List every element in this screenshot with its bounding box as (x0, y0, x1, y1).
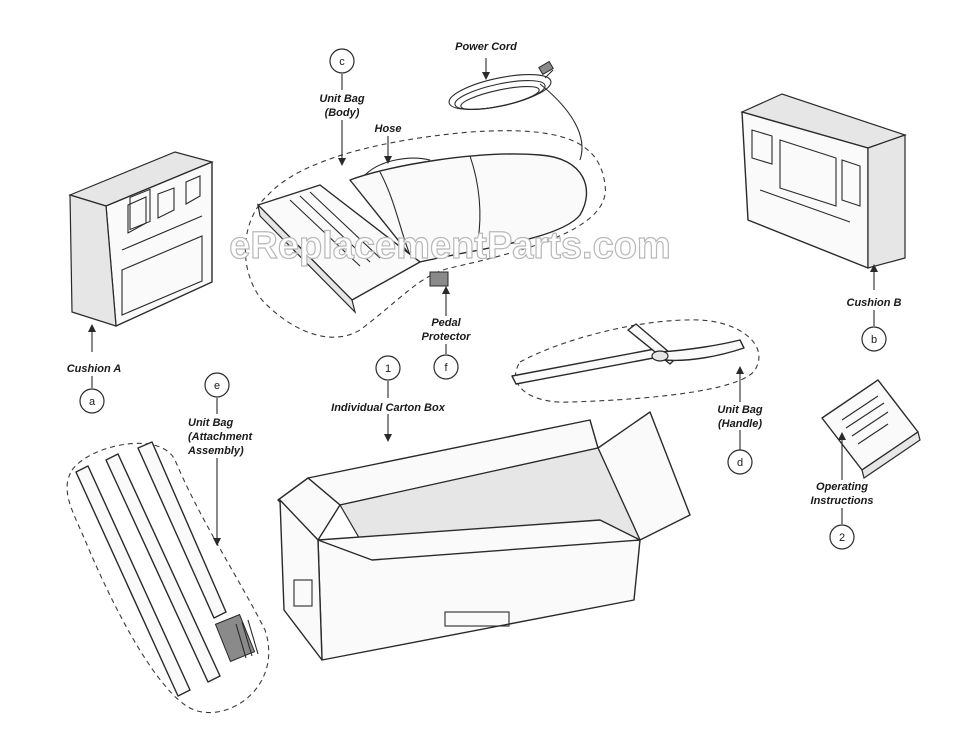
leader-lines (88, 58, 878, 546)
individual-carton-box-drawing (277, 411, 691, 661)
callout-a-label: a (89, 396, 96, 408)
unit-bag-handle-drawing (511, 319, 760, 403)
callout-f-label: f (444, 362, 448, 374)
power-cord-label: Power Cord (455, 41, 517, 53)
callout-c-label: c (339, 56, 345, 68)
operating-instructions-label-line2: Instructions (811, 495, 874, 507)
operating-instructions-label-line1: Operating (816, 481, 868, 493)
unit-bag-attachment-label-line2: (Attachment (188, 431, 254, 443)
unit-bag-body-drawing (244, 130, 606, 338)
callout-1: 1 (375, 355, 401, 381)
unit-bag-attachment-label-line3: Assembly) (187, 445, 244, 457)
callout-d-label: d (737, 457, 743, 469)
pedal-protector-label-line2: Protector (422, 331, 472, 343)
callout-1-label: 1 (385, 363, 391, 375)
unit-bag-body-label-line1: Unit Bag (319, 93, 365, 105)
callout-b-label: b (871, 334, 877, 346)
hose-label: Hose (375, 123, 402, 135)
individual-carton-box-label: Individual Carton Box (331, 402, 446, 414)
callout-2: 2 (829, 524, 855, 550)
cushion-a-drawing (68, 151, 214, 327)
callout-2-label: 2 (839, 532, 845, 544)
unit-bag-handle-label-line2: (Handle) (718, 418, 762, 430)
pedal-protector-label-line1: Pedal (431, 317, 461, 329)
callout-f: f (433, 354, 459, 380)
callout-d: d (727, 449, 753, 475)
cushion-b-label: Cushion B (847, 297, 902, 309)
callout-e: e (204, 372, 230, 398)
unit-bag-handle-label-line1: Unit Bag (717, 404, 763, 416)
power-cord-drawing (448, 60, 583, 161)
watermark: eReplacementParts.com (229, 225, 670, 267)
unit-bag-body-label-line2: (Body) (325, 107, 360, 119)
unit-bag-attachment-label-line1: Unit Bag (188, 417, 234, 429)
callout-e-label: e (214, 380, 220, 392)
callout-a: a (79, 388, 105, 414)
callout-c: c (329, 48, 355, 74)
unit-bag-attachment-drawing (66, 441, 270, 714)
cushion-b-drawing (740, 93, 907, 269)
cushion-a-label: Cushion A (67, 363, 122, 375)
callout-b: b (861, 326, 887, 352)
operating-instructions-drawing (821, 379, 921, 479)
